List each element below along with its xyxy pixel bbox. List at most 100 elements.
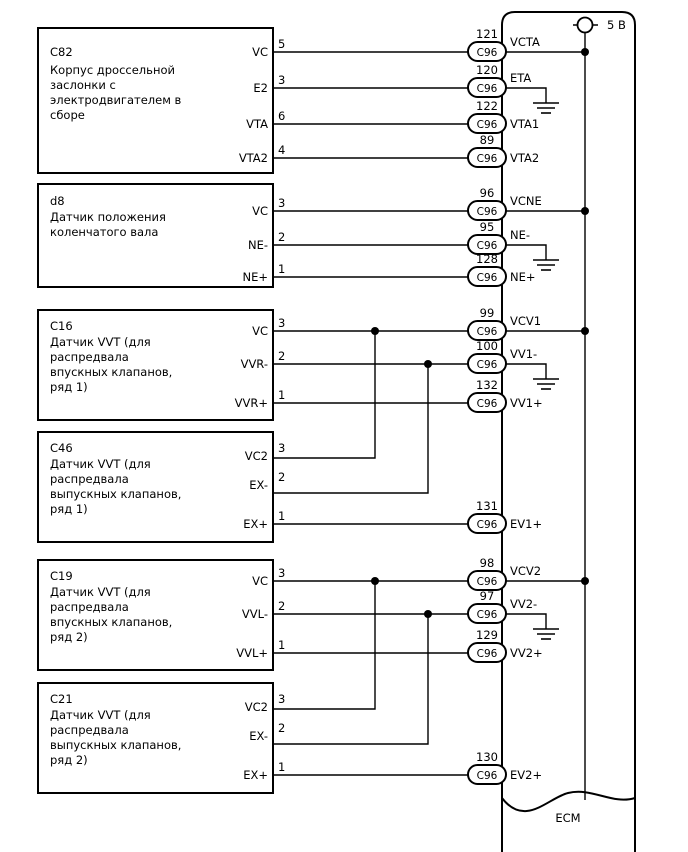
ecm-terminal-122[interactable]: 122 C96 VTA1 bbox=[467, 99, 539, 134]
c16-pin-num-3: 3 bbox=[278, 316, 285, 330]
component-box-c46[interactable]: C46 Датчик VVT (для распредвала выпускны… bbox=[37, 431, 285, 543]
ecm-terminal-131[interactable]: 131 C96 EV1+ bbox=[467, 499, 542, 534]
connector-oval-128[interactable] bbox=[467, 266, 507, 287]
connector-label-121: C96 bbox=[477, 47, 498, 59]
connector-oval-95[interactable] bbox=[467, 234, 507, 255]
c16-rect bbox=[37, 309, 274, 421]
ecm-outline-path bbox=[501, 11, 636, 852]
c46-id: C46 bbox=[50, 441, 73, 455]
connector-label-96: C96 bbox=[477, 206, 498, 218]
ground-symbol-vv1-minus bbox=[502, 363, 559, 390]
ecm-term-name-vcv1: VCV1 bbox=[510, 314, 541, 328]
ecm-term-num-96: 96 bbox=[480, 186, 495, 200]
c82-desc-line-1: Корпус дроссельной bbox=[50, 63, 175, 77]
d8-pin-num-1: 1 bbox=[278, 262, 285, 276]
ecm-terminal-96[interactable]: 96 C96 VCNE bbox=[467, 186, 542, 221]
ecm-term-num-128: 128 bbox=[476, 252, 498, 266]
connector-oval-89[interactable] bbox=[467, 147, 507, 168]
connector-oval-99[interactable] bbox=[467, 320, 507, 341]
c21-id: C21 bbox=[50, 692, 73, 706]
c82-pin-num-5: 5 bbox=[278, 37, 285, 51]
connector-label-89: C96 bbox=[477, 153, 498, 165]
connector-label-98: C96 bbox=[477, 576, 498, 588]
c82-pin-name-vta2: VTA2 bbox=[239, 151, 268, 165]
connector-oval-122[interactable] bbox=[467, 113, 507, 134]
ecm-term-name-ne-minus: NE- bbox=[510, 228, 530, 242]
c19-pin-name-vvl-minus: VVL- bbox=[242, 607, 268, 621]
d8-rect bbox=[37, 183, 274, 288]
c46-pin-num-3: 3 bbox=[278, 441, 285, 455]
wire-harness bbox=[273, 51, 502, 776]
ecm-terminal-129[interactable]: 129 C96 VV2+ bbox=[467, 628, 543, 663]
ecm-terminal-120[interactable]: 120 C96 ETA bbox=[467, 63, 531, 98]
d8-pin-name-vc: VC bbox=[252, 204, 268, 218]
c46-desc-line-4: ряд 1) bbox=[50, 502, 88, 516]
connector-oval-130[interactable] bbox=[467, 764, 507, 785]
ecm-terminal-95[interactable]: 95 C96 NE- bbox=[467, 220, 530, 255]
supply-terminal-circle bbox=[576, 16, 594, 34]
c19-pin-name-vvl-plus: VVL+ bbox=[236, 646, 268, 660]
c21-desc-line-1: Датчик VVT (для bbox=[50, 708, 151, 722]
c19-desc-line-3: впускных клапанов, bbox=[50, 615, 172, 629]
ecm-term-name-vcne: VCNE bbox=[510, 194, 542, 208]
c46-desc-line-2: распредвала bbox=[50, 472, 129, 486]
ecm-term-num-122: 122 bbox=[476, 99, 498, 113]
component-box-c19[interactable]: C19 Датчик VVT (для распредвала впускных… bbox=[37, 559, 285, 671]
component-box-c16[interactable]: C16 Датчик VVT (для распредвала впускных… bbox=[37, 309, 285, 421]
connector-label-129: C96 bbox=[477, 648, 498, 660]
connector-oval-97[interactable] bbox=[467, 603, 507, 624]
ground-lead-eta bbox=[502, 87, 547, 103]
connector-oval-96[interactable] bbox=[467, 200, 507, 221]
connector-oval-120[interactable] bbox=[467, 77, 507, 98]
ecm-term-num-129: 129 bbox=[476, 628, 498, 642]
ecm-term-name-ev2-plus: EV2+ bbox=[510, 768, 542, 782]
component-box-c82[interactable]: C82 Корпус дроссельной заслонки с электр… bbox=[37, 27, 285, 174]
d8-id: d8 bbox=[50, 194, 65, 208]
c46-pin-num-2: 2 bbox=[278, 470, 285, 484]
d8-pin-num-3: 3 bbox=[278, 196, 285, 210]
c19-desc-line-1: Датчик VVT (для bbox=[50, 585, 151, 599]
c16-pin-num-2: 2 bbox=[278, 349, 285, 363]
connector-label-132: C96 bbox=[477, 398, 498, 410]
ecm-terminal-89[interactable]: 89 C96 VTA2 bbox=[467, 133, 539, 168]
ecm-term-num-130: 130 bbox=[476, 750, 498, 764]
connector-oval-131[interactable] bbox=[467, 513, 507, 534]
c21-pin-num-3: 3 bbox=[278, 692, 285, 706]
ecm-terminal-97[interactable]: 97 C96 VV2- bbox=[467, 589, 537, 624]
ecm-term-name-vv2-minus: VV2- bbox=[510, 597, 537, 611]
ecm-term-name-eta: ETA bbox=[510, 71, 531, 85]
connector-oval-129[interactable] bbox=[467, 642, 507, 663]
ecm-terminal-99[interactable]: 99 C96 VCV1 bbox=[467, 306, 541, 341]
c21-rect bbox=[37, 682, 274, 794]
ecm-terminal-128[interactable]: 128 C96 NE+ bbox=[467, 252, 536, 287]
ground-symbol-vv2-minus bbox=[502, 613, 559, 640]
supply-rail-5v: 5 В bbox=[573, 16, 626, 800]
c19-desc-line-4: ряд 2) bbox=[50, 630, 88, 644]
ecm-terminal-100[interactable]: 100 C96 VV1- bbox=[467, 339, 537, 374]
ecm-term-name-vv1-minus: VV1- bbox=[510, 347, 537, 361]
rail-junction-vcne bbox=[581, 207, 589, 215]
c19-pin-num-3: 3 bbox=[278, 566, 285, 580]
supply-voltage-label: 5 В bbox=[607, 18, 626, 32]
ecm-terminal-121[interactable]: 121 C96 VCTA bbox=[467, 27, 540, 62]
ecm-term-name-vcv2: VCV2 bbox=[510, 564, 541, 578]
ecm-term-name-ev1-plus: EV1+ bbox=[510, 517, 542, 531]
ecm-terminal-98[interactable]: 98 C96 VCV2 bbox=[467, 556, 541, 591]
c16-desc-line-4: ряд 1) bbox=[50, 380, 88, 394]
ecm-terminal-130[interactable]: 130 C96 EV2+ bbox=[467, 750, 542, 785]
connector-label-120: C96 bbox=[477, 83, 498, 95]
connector-oval-132[interactable] bbox=[467, 392, 507, 413]
junction-dot-vv1-minus bbox=[424, 360, 432, 368]
connector-oval-98[interactable] bbox=[467, 570, 507, 591]
ecm-term-num-100: 100 bbox=[476, 339, 498, 353]
c82-desc-line-2: заслонки с bbox=[50, 78, 116, 92]
component-box-c21[interactable]: C21 Датчик VVT (для распредвала выпускны… bbox=[37, 682, 285, 794]
c21-desc-line-4: ряд 2) bbox=[50, 753, 88, 767]
rail-junction-vcv2 bbox=[581, 577, 589, 585]
ecm-enclosure: ECM bbox=[501, 11, 636, 852]
ecm-terminal-132[interactable]: 132 C96 VV1+ bbox=[467, 378, 543, 413]
connector-oval-121[interactable] bbox=[467, 41, 507, 62]
connector-oval-100[interactable] bbox=[467, 353, 507, 374]
component-box-d8[interactable]: d8 Датчик положения коленчатого вала VC … bbox=[37, 183, 285, 288]
rail-junction-vcta bbox=[581, 48, 589, 56]
